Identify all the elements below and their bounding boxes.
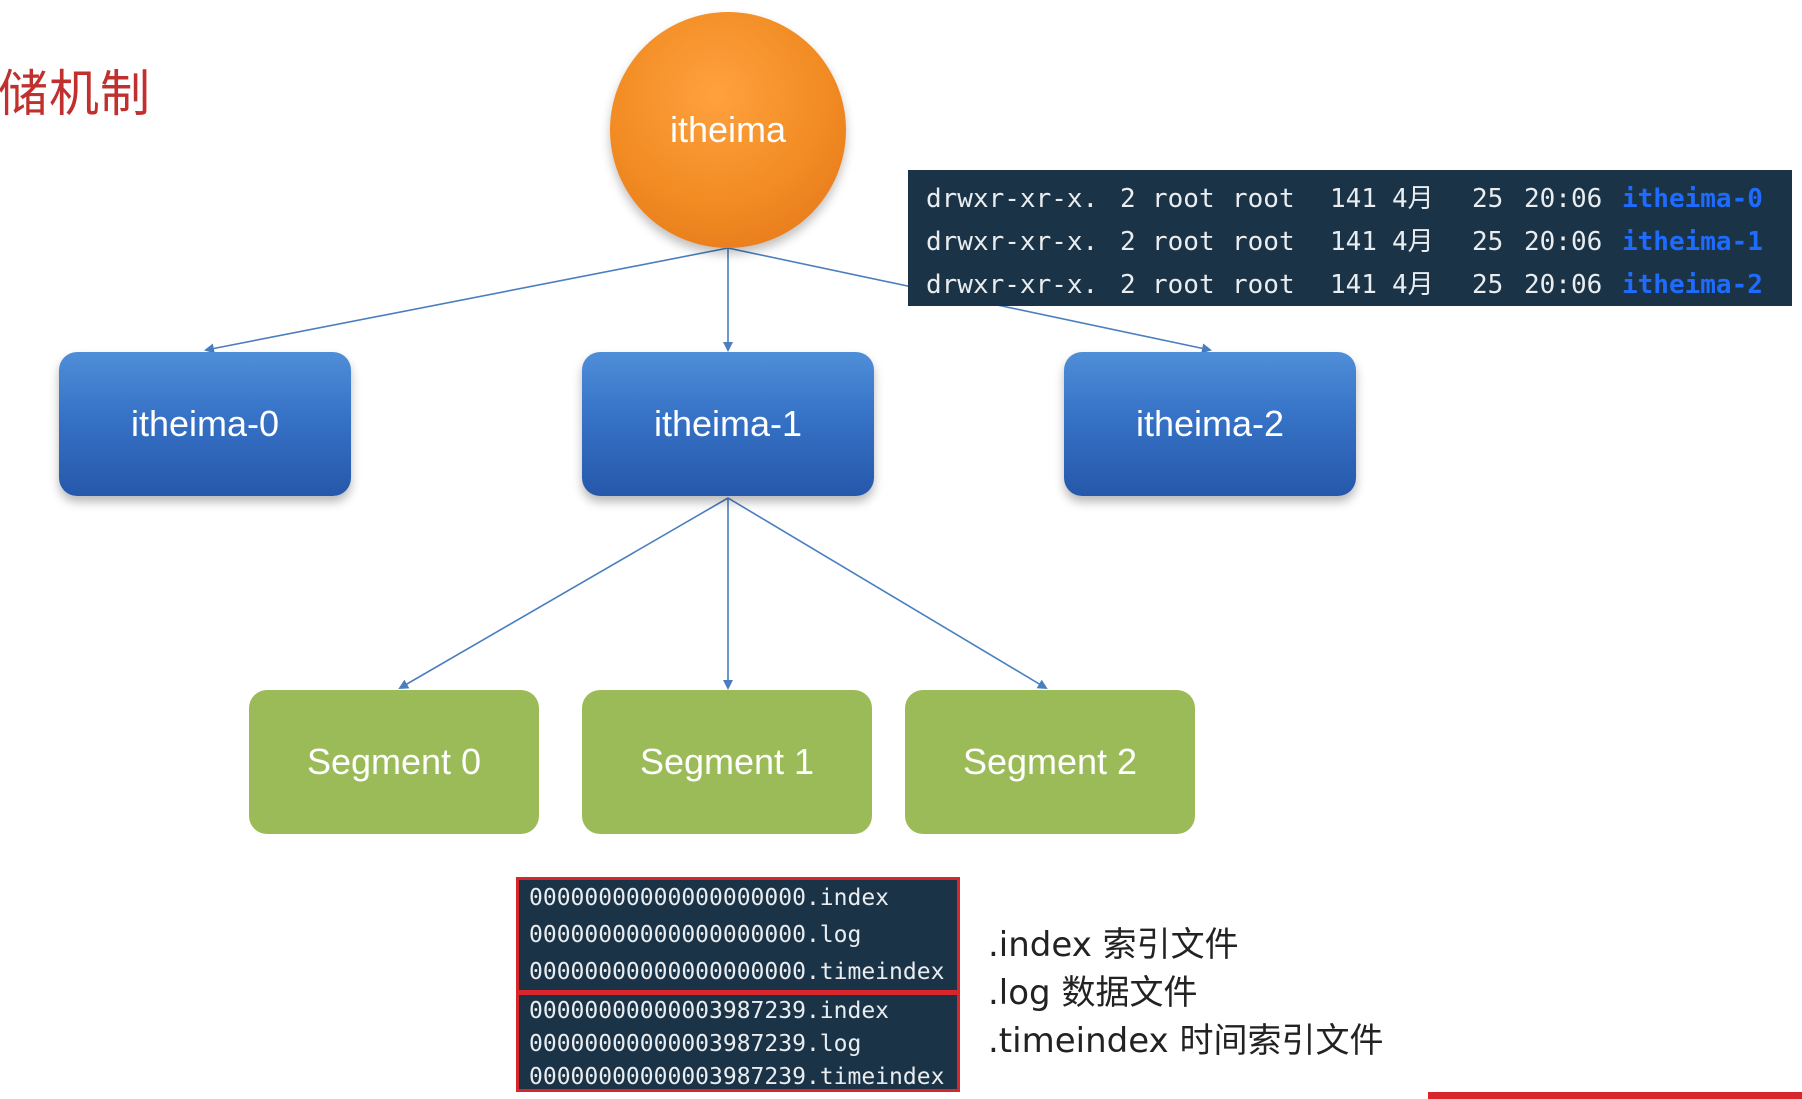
legend-timeindex: .timeindex 时间索引文件 bbox=[988, 1021, 1384, 1061]
permissions: drwxr-xr-x. bbox=[926, 184, 1099, 214]
segment-file-log: 00000000000000000000.log bbox=[529, 922, 862, 948]
directory-listing-row: drwxr-xr-x. 2 root root 141 4月 25 20:06 … bbox=[908, 178, 1792, 221]
segment-file-timeindex: 00000000000000000000.timeindex bbox=[529, 959, 945, 985]
day: 25 bbox=[1472, 227, 1504, 257]
root-topic-node: itheima bbox=[610, 12, 846, 248]
directory-listing-terminal: drwxr-xr-x. 2 root root 141 4月 25 20:06 … bbox=[908, 170, 1792, 306]
time: 20:06 bbox=[1524, 270, 1603, 300]
segment-file-index: 00000000000000000000.index bbox=[529, 885, 890, 911]
segment-file-index: 00000000000003987239.index bbox=[529, 998, 890, 1024]
segment-file-log: 00000000000003987239.log bbox=[529, 1031, 862, 1057]
month: 4月 bbox=[1392, 270, 1434, 300]
link-count: 2 bbox=[1120, 227, 1136, 257]
partition-node-0: itheima-0 bbox=[59, 352, 351, 496]
connector-partition-segment-0 bbox=[398, 497, 729, 690]
directory-listing-row: drwxr-xr-x. 2 root root 141 4月 25 20:06 … bbox=[908, 221, 1792, 264]
day: 25 bbox=[1472, 184, 1504, 214]
owner: root bbox=[1152, 184, 1215, 214]
link-count: 2 bbox=[1120, 184, 1136, 214]
size: 141 bbox=[1330, 184, 1377, 214]
segment-node-0: Segment 0 bbox=[249, 690, 539, 834]
time: 20:06 bbox=[1524, 227, 1603, 257]
permissions: drwxr-xr-x. bbox=[926, 227, 1099, 257]
connector-partition-segment-2 bbox=[727, 497, 1048, 690]
group: root bbox=[1232, 270, 1295, 300]
legend-index: .index 索引文件 bbox=[988, 925, 1239, 965]
size: 141 bbox=[1330, 227, 1377, 257]
connector-root-partition-0 bbox=[204, 247, 729, 354]
directory-name: itheima-1 bbox=[1622, 227, 1763, 257]
segment-node-1: Segment 1 bbox=[582, 690, 872, 834]
partition-node-2: itheima-2 bbox=[1064, 352, 1356, 496]
slide-title: 储机制 bbox=[0, 65, 151, 123]
legend-log: .log 数据文件 bbox=[988, 973, 1198, 1013]
size: 141 bbox=[1330, 270, 1377, 300]
segment-file-group-1: 00000000000003987239.index 0000000000000… bbox=[516, 992, 960, 1092]
link-count: 2 bbox=[1120, 270, 1136, 300]
segment-file-timeindex: 00000000000003987239.timeindex bbox=[529, 1064, 945, 1090]
accent-bar bbox=[1428, 1092, 1802, 1099]
segment-file-group-0: 00000000000000000000.index 0000000000000… bbox=[516, 877, 960, 993]
month: 4月 bbox=[1392, 227, 1434, 257]
owner: root bbox=[1152, 227, 1215, 257]
day: 25 bbox=[1472, 270, 1504, 300]
directory-listing-row: drwxr-xr-x. 2 root root 141 4月 25 20:06 … bbox=[908, 264, 1792, 307]
month: 4月 bbox=[1392, 184, 1434, 214]
partition-node-1: itheima-1 bbox=[582, 352, 874, 496]
group: root bbox=[1232, 227, 1295, 257]
directory-name: itheima-0 bbox=[1622, 184, 1763, 214]
owner: root bbox=[1152, 270, 1215, 300]
group: root bbox=[1232, 184, 1295, 214]
time: 20:06 bbox=[1524, 184, 1603, 214]
segment-node-2: Segment 2 bbox=[905, 690, 1195, 834]
directory-name: itheima-2 bbox=[1622, 270, 1763, 300]
permissions: drwxr-xr-x. bbox=[926, 270, 1099, 300]
